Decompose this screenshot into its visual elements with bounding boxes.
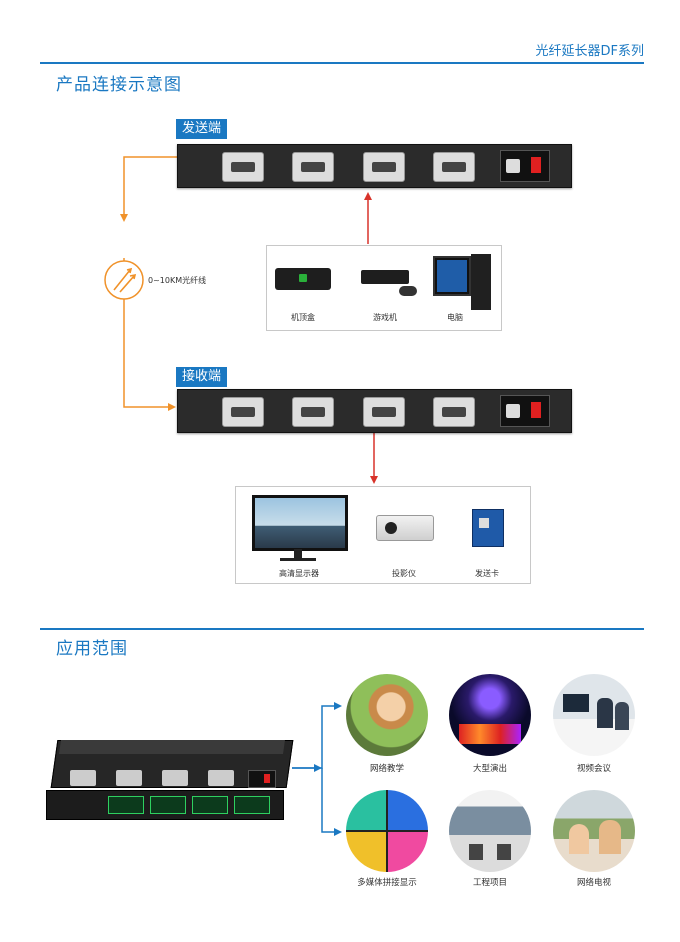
dvi-port-icon — [292, 397, 334, 427]
fiber-port-icon — [234, 796, 270, 814]
app-caption: 网络教学 — [369, 764, 404, 774]
fiber-line-top — [123, 156, 178, 218]
section-title-connection: 产品连接示意图 — [56, 75, 182, 95]
sink-caption: 高清显示器 — [279, 569, 319, 578]
source-devices-box: 机顶盒 游戏机 电脑 — [266, 245, 502, 331]
fiber-line-bottom — [123, 300, 172, 408]
sink-caption: 投影仪 — [392, 569, 416, 578]
app-caption: 多媒体拼接显示 — [357, 878, 417, 888]
app-image-video-conference — [553, 674, 635, 756]
receiver-tag: 接收端 — [176, 367, 228, 387]
series-title: 光纤延长器DF系列 — [535, 44, 645, 59]
app-line-top — [292, 705, 336, 769]
power-switch-icon — [500, 150, 550, 182]
sender-device — [177, 144, 572, 188]
fiber-port-icon — [150, 796, 186, 814]
app-image-network-tv — [553, 790, 635, 872]
sink-devices-box: 高清显示器 投影仪 发送卡 — [235, 486, 531, 584]
dvi-port-icon — [70, 770, 96, 786]
power-switch-icon — [500, 395, 550, 427]
sink-caption: 发送卡 — [475, 569, 499, 578]
source-caption: 机顶盒 — [291, 313, 315, 322]
dvi-port-icon — [162, 770, 188, 786]
fiber-port-icon — [192, 796, 228, 814]
fiber-port-icon — [108, 796, 144, 814]
input-arrow-icon — [364, 192, 372, 200]
header-divider — [40, 62, 644, 64]
gamepad-icon — [399, 286, 417, 296]
settop-box-icon — [275, 268, 331, 290]
game-console-icon — [361, 270, 409, 284]
app-image-live-show — [449, 674, 531, 756]
app-caption: 视频会议 — [576, 764, 611, 774]
app-caption: 大型演出 — [472, 764, 507, 774]
section-divider — [40, 628, 644, 630]
dvi-port-icon — [222, 397, 264, 427]
app-caption: 网络电视 — [576, 878, 611, 888]
power-switch-icon — [248, 770, 276, 788]
fiber-label: 0~10KM光纤线 — [148, 276, 207, 285]
projector-icon — [376, 515, 434, 541]
dvi-port-icon — [208, 770, 234, 786]
dvi-port-icon — [433, 397, 475, 427]
fiber-coil-icon — [104, 260, 144, 300]
monitor-icon — [433, 256, 471, 296]
fiber-arrow-right-icon — [168, 403, 176, 411]
fiber-arrow-down-icon — [120, 214, 128, 222]
source-caption: 电脑 — [447, 313, 463, 322]
receiver-device — [177, 389, 572, 433]
app-image-online-teaching — [346, 674, 428, 756]
dvi-port-icon — [222, 152, 264, 182]
dvi-port-icon — [433, 152, 475, 182]
app-image-engineering — [449, 790, 531, 872]
sender-tag: 发送端 — [176, 119, 228, 139]
app-image-video-wall — [346, 790, 428, 872]
source-caption: 游戏机 — [373, 313, 397, 322]
dvi-port-icon — [116, 770, 142, 786]
dvi-port-icon — [363, 152, 405, 182]
pc-tower-icon — [471, 254, 491, 310]
app-line-bottom — [321, 768, 336, 833]
dvi-port-icon — [363, 397, 405, 427]
output-arrow-icon — [370, 476, 378, 484]
sending-card-icon — [472, 509, 504, 547]
hd-monitor-icon — [252, 495, 348, 551]
section-title-applications: 应用范围 — [56, 639, 128, 659]
dvi-port-icon — [292, 152, 334, 182]
app-caption: 工程项目 — [472, 878, 507, 888]
